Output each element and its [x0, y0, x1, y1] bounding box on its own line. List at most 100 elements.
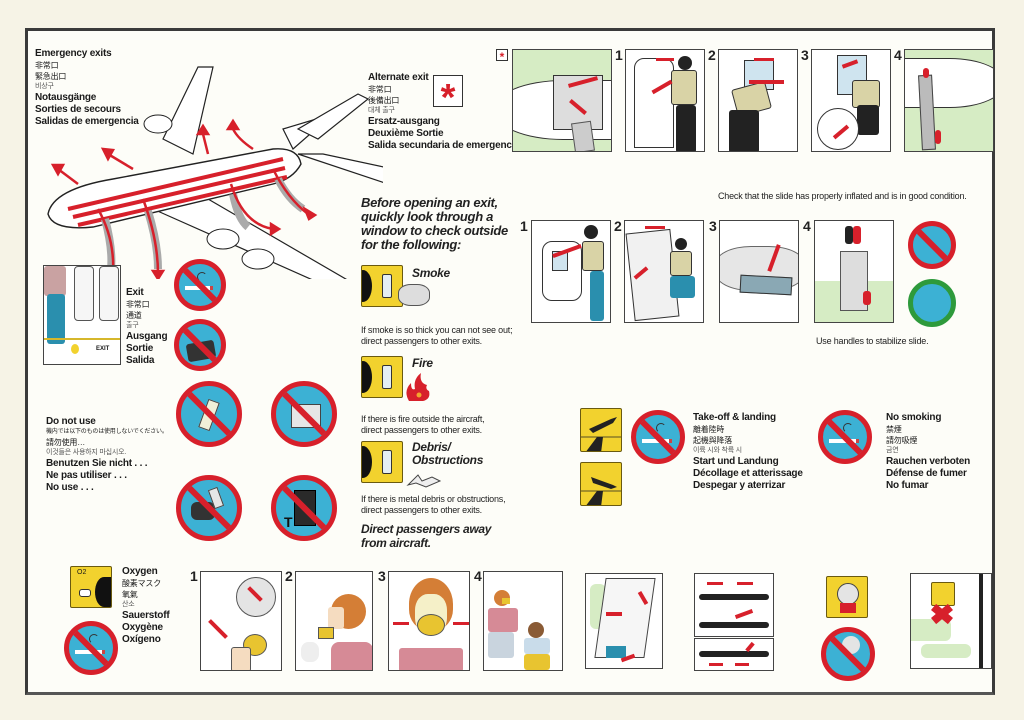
floor-light-icon — [71, 344, 79, 354]
heading-line: window to check outside — [361, 223, 508, 238]
exit-de: Ausgang — [126, 331, 168, 342]
exit-ko: 출구 — [126, 322, 139, 329]
alt-exit-ko: 대체 출구 — [368, 107, 395, 114]
airplane-exits-diagram-icon — [47, 66, 383, 279]
exit-es: Salida — [126, 355, 155, 366]
tl-fr: Décollage et atterissage — [693, 468, 803, 479]
check-outside-heading: Before opening an exit, quickly look thr… — [361, 196, 531, 252]
fire-note: If there is fire outside the aircraft, d… — [361, 414, 485, 436]
oxygen-step-2-panel — [295, 571, 373, 671]
label-cn: 緊急出口 — [35, 72, 67, 81]
no-smoking-in-aisle-icon — [174, 259, 226, 311]
ox-ko: 산소 — [122, 601, 135, 608]
no-sit-on-slide-icon — [908, 221, 956, 269]
ox-jp: 酸素マスク — [122, 579, 161, 588]
no-tv-icon: T — [271, 475, 337, 541]
oxygen-step-3-panel — [388, 571, 470, 671]
safety-card: Emergency exits 非常口 緊急出口 비상구 Notausgänge… — [25, 28, 995, 695]
slide-down-correctly-icon — [908, 279, 956, 327]
oxygen-label: Oxygen 酸素マスク 氧氣 산소 Sauerstoff Oxygène Ox… — [122, 566, 170, 646]
label-de: Notausgänge — [35, 92, 97, 103]
door-step-1-panel — [625, 49, 705, 152]
do-not-use-label: Do not use 機内では以下のものは使用しないでください。 請勿使用… 이… — [46, 416, 168, 494]
dnu-ko: 이것들은 사용하지 마십시오. — [46, 449, 127, 456]
step-number: 1 — [615, 47, 623, 63]
no-lighter-icon — [176, 381, 242, 447]
dnu-fr: Ne pas utiliser . . . — [46, 470, 127, 481]
dnu-es: No use . . . — [46, 482, 94, 493]
label-en: Emergency exits — [35, 48, 112, 59]
alt-exit-de: Ersatz-ausgang — [368, 116, 440, 127]
smoke-title: Smoke — [412, 266, 450, 280]
door-step-4-panel — [904, 49, 994, 152]
debris-title: Debris/ Obstructions — [412, 441, 483, 467]
tl-es: Despegar y aterrizar — [693, 480, 786, 491]
ns-es: No fumar — [886, 480, 929, 491]
lavatory-panel — [910, 573, 992, 669]
alternate-star-small-icon: * — [496, 49, 508, 64]
tl-jp: 離着陸時 — [693, 425, 725, 434]
step-number: 4 — [894, 47, 902, 63]
note-line: If there is metal debris or obstructions… — [361, 494, 506, 504]
door-step-2-panel — [718, 49, 798, 152]
step-number: 2 — [708, 47, 716, 63]
exit-en: Exit — [126, 287, 144, 298]
exit-jp: 非常口 — [126, 300, 150, 309]
heading-line: quickly look through a — [361, 209, 494, 224]
debris-icon — [406, 474, 442, 488]
ns-ko: 금연 — [886, 447, 899, 454]
seatback-upright-panel — [585, 573, 663, 669]
lavatory-sign-icon — [931, 582, 955, 606]
oxygen-mask-icon: O2 — [70, 566, 112, 608]
dnu-jp: 機内では以下のものは使用しないでください。 — [46, 429, 168, 435]
alt-exit-cn: 後備出口 — [368, 96, 400, 105]
tl-cn: 起機與降落 — [693, 436, 732, 445]
note-line: direct passengers to other exits. — [361, 336, 482, 346]
ns-fr: Défense de fumer — [886, 468, 967, 479]
emergency-exits-label: Emergency exits 非常口 緊急出口 비상구 Notausgänge… — [35, 48, 139, 128]
dnu-en: Do not use — [46, 416, 96, 427]
seatbelt-release-panel — [694, 638, 774, 671]
alt-exit-fr: Deuxième Sortie — [368, 128, 444, 139]
no-mobile-phone-icon — [176, 475, 242, 541]
debris-note: If there is metal debris or obstructions… — [361, 494, 506, 516]
floor-exit-label: EXIT — [96, 346, 110, 352]
step-number: 3 — [801, 47, 809, 63]
tl-de: Start und Landung — [693, 456, 779, 467]
o2-symbol: O2 — [77, 569, 87, 576]
no-smoking-icon — [818, 410, 872, 464]
title-line: Obstructions — [412, 453, 484, 467]
no-smoking-oxygen-icon — [64, 621, 118, 675]
label-fr: Sorties de secours — [35, 104, 121, 115]
exit-label: Exit 非常口 通道 출구 Ausgang Sortie Salida — [126, 287, 168, 367]
note-line: If there is fire outside the aircraft, — [361, 414, 485, 424]
no-baggage-in-aisle-icon — [174, 319, 226, 371]
step-number: 4 — [474, 568, 482, 584]
alternate-exit-star-icon: * — [433, 75, 463, 119]
alternate-exit-label: Alternate exit 非常口 後備出口 대체 출구 Ersatz-aus… — [368, 72, 520, 152]
seatbelt-fasten-panel — [694, 573, 774, 637]
ns-jp: 禁煙 — [886, 425, 902, 434]
exit-fr: Sortie — [126, 343, 154, 354]
heading-line: for the following: — [361, 237, 462, 252]
note-line: If smoke is so thick you can not see out… — [361, 325, 513, 335]
takeoff-landing-label: Take-off & landing 離着陸時 起機與降落 이륙 시와 착륙 시… — [693, 412, 803, 492]
ox-fr: Oxygène — [122, 622, 163, 633]
landing-icon — [580, 462, 622, 506]
footer-line: from aircraft. — [361, 536, 431, 550]
oxygen-step-1-panel — [200, 571, 282, 671]
step-number: 4 — [803, 218, 811, 234]
ns-de: Rauchen verboten — [886, 456, 971, 467]
slide-step-1-panel — [531, 220, 611, 323]
exit-cn: 通道 — [126, 311, 142, 320]
note-line: direct passengers to other exits. — [361, 425, 482, 435]
step-number: 1 — [520, 218, 528, 234]
door-overview-panel — [512, 49, 612, 152]
ox-de: Sauerstoff — [122, 610, 170, 621]
slide-check-note: Check that the slide has properly inflat… — [718, 191, 967, 201]
step-number: 2 — [614, 218, 622, 234]
footer-line: Direct passengers away — [361, 522, 492, 536]
slide-step-4-panel — [814, 220, 894, 323]
dnu-cn: 請勿使用… — [46, 438, 85, 447]
tl-en: Take-off & landing — [693, 412, 776, 423]
